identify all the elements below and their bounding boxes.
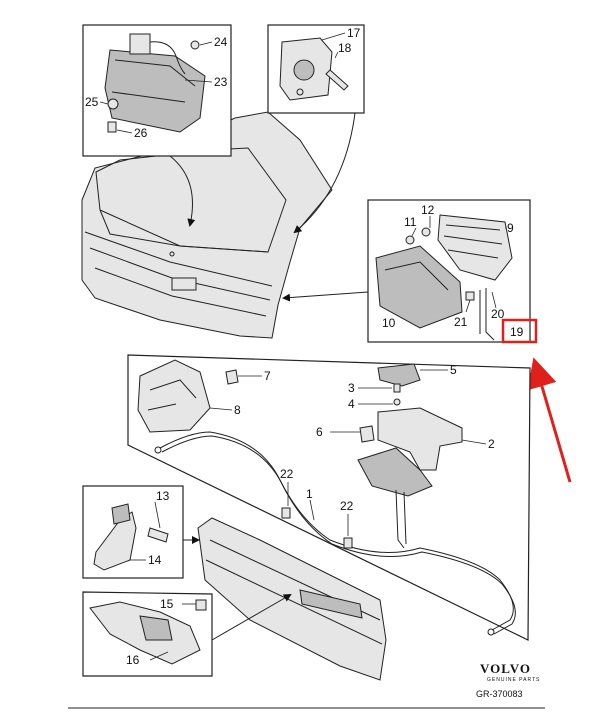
clip-22b-icon: [343, 537, 353, 549]
clip-icon: [190, 40, 200, 50]
callout-14: 14: [148, 553, 162, 567]
brand-tagline: GENUINE PARTS: [487, 677, 540, 683]
callout-19: 19: [510, 325, 524, 339]
callout-23: 23: [214, 75, 228, 89]
tailgate-emblem-icon: [169, 251, 175, 257]
washer-4-icon: [393, 398, 401, 406]
screw-11-icon: [405, 235, 415, 245]
connector: [129, 33, 151, 55]
screw-15-icon: [195, 599, 207, 611]
tailgate-outline: [81, 111, 333, 339]
callout-13: 13: [156, 489, 170, 503]
callout-26: 26: [134, 126, 148, 140]
callout-9: 9: [507, 221, 514, 235]
callout-11: 11: [404, 215, 417, 229]
clip-22a-icon: [281, 507, 291, 519]
inset-box-handle: 11 12 9 10 21 20 19: [367, 199, 538, 344]
screw-6-icon: [359, 425, 375, 443]
callout-2: 2: [488, 437, 495, 451]
callout-3: 3: [348, 381, 355, 395]
brand-block: VOLVO GENUINE PARTS GR-370083: [476, 661, 540, 699]
bolt-13-icon: [147, 527, 169, 543]
bolt-head-icon: [293, 59, 315, 81]
brand-name: VOLVO: [480, 661, 531, 676]
inset-box-hinge: 13 14: [82, 485, 184, 579]
callout-16: 16: [126, 653, 140, 667]
callout-22b: 22: [340, 499, 354, 513]
grommet-icon: [107, 98, 119, 110]
callout-5: 5: [450, 363, 457, 377]
callout-4: 4: [348, 397, 355, 411]
callout-22a: 22: [280, 467, 294, 481]
callout-10: 10: [382, 316, 396, 330]
lock-assembly-panel: 7 8 5 3 4 6 2 22 1 22: [127, 354, 531, 641]
highlight-box: [501, 318, 538, 344]
screw-12-icon: [421, 227, 431, 237]
bolt-18-icon: [325, 69, 349, 91]
callout-15: 15: [160, 597, 174, 611]
inset-box-striker: 15 16: [82, 591, 213, 677]
callout-21: 21: [454, 315, 468, 329]
callout-24: 24: [214, 35, 228, 49]
callout-25: 25: [85, 95, 99, 109]
callout-20: 20: [491, 307, 505, 321]
callout-1: 1: [306, 487, 313, 501]
highlight-arrow: [527, 357, 572, 483]
callout-7: 7: [264, 369, 271, 383]
callout-12: 12: [421, 203, 435, 217]
license-plate-area: [171, 277, 197, 291]
callout-8: 8: [234, 403, 241, 417]
inset-box-module: 24 23 25 26: [82, 24, 232, 157]
inset-box-bracket: 17 18: [267, 24, 365, 114]
reference-number: GR-370083: [476, 689, 523, 699]
callout-17: 17: [347, 26, 361, 40]
tailgate-trim: [197, 517, 387, 681]
clip-21-icon: [465, 291, 475, 301]
screw-icon: [107, 121, 117, 133]
callout-6: 6: [316, 425, 323, 439]
screw-3-icon: [393, 383, 401, 393]
callout-18: 18: [338, 41, 352, 55]
screw-7-icon: [225, 369, 239, 385]
